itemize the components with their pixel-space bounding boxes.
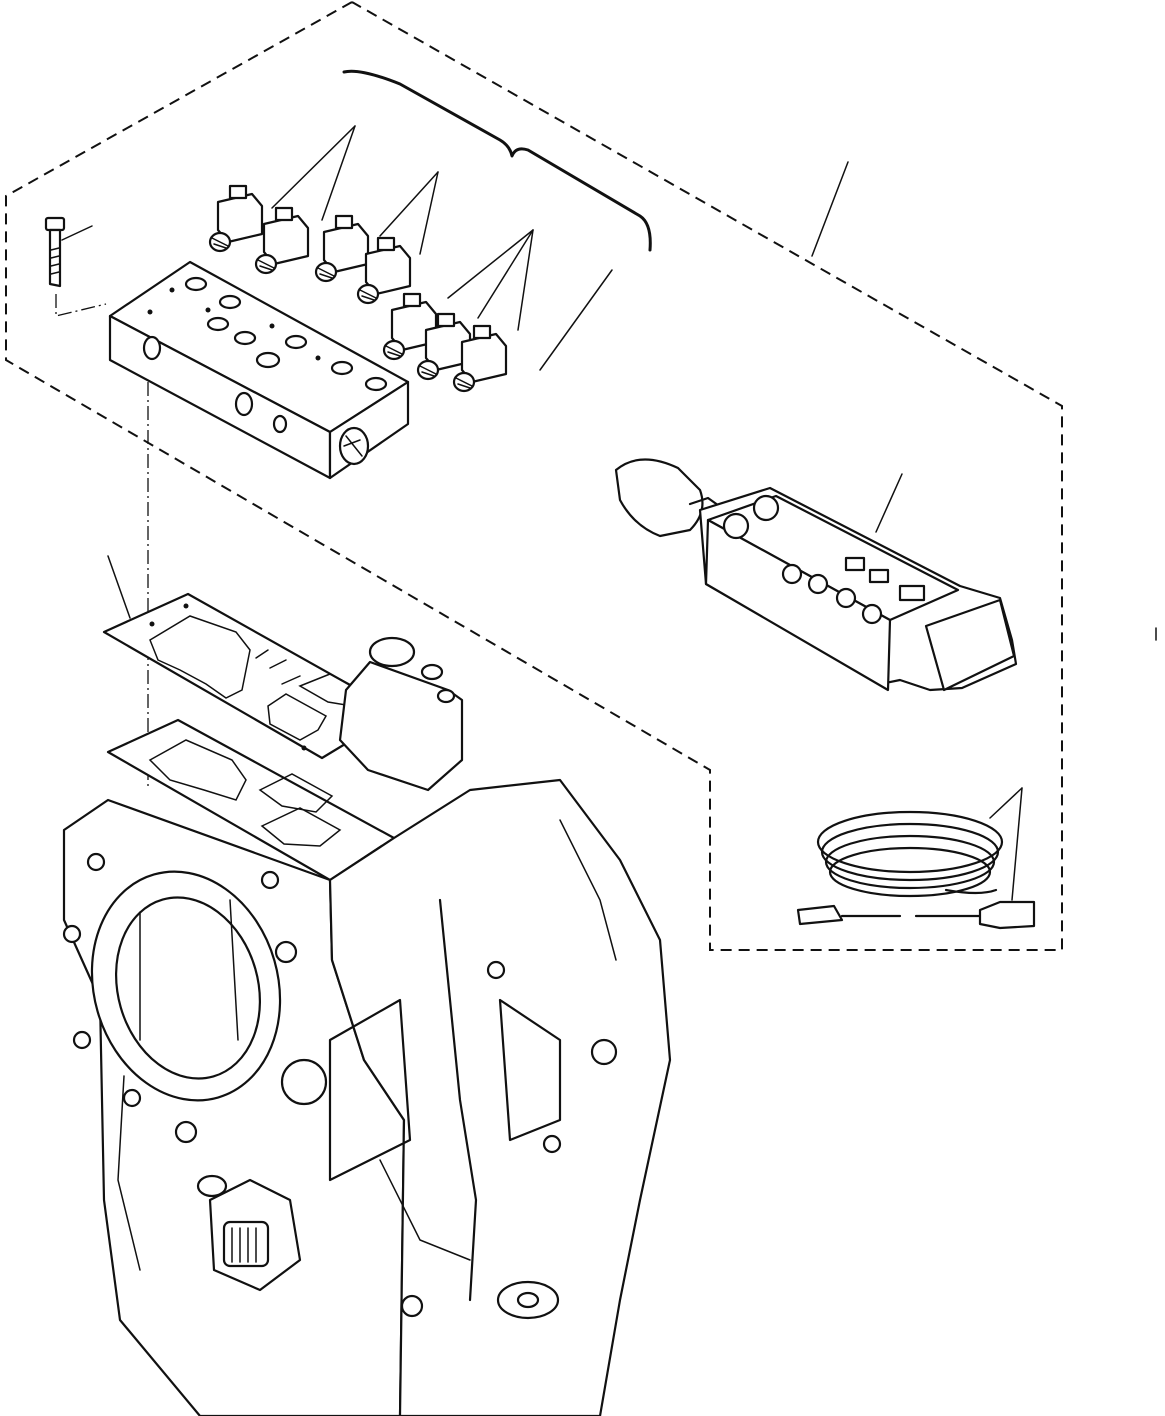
solenoid-valve-icon	[314, 214, 370, 283]
solenoid-valve-icon	[356, 236, 412, 305]
assembly-brace	[342, 69, 652, 252]
valve-block-ports	[142, 276, 388, 466]
bolt-icon	[44, 216, 66, 288]
solenoid-valve-icon	[254, 206, 310, 275]
kit-boundary-dashed-outline	[5, 1, 1063, 951]
solenoid-valves	[208, 184, 508, 393]
alignment-centerlines	[55, 294, 149, 790]
solenoid-valve-icon	[416, 312, 472, 381]
solenoid-valve-icon	[208, 184, 264, 253]
solenoid-valve-icon	[452, 324, 508, 393]
leader-lines	[61, 125, 1157, 901]
wiring-harness-icon	[796, 810, 1036, 930]
shift-control-icon	[614, 458, 1018, 692]
transmission-housing-icon	[62, 636, 672, 1416]
valve-block-icon	[108, 260, 410, 480]
